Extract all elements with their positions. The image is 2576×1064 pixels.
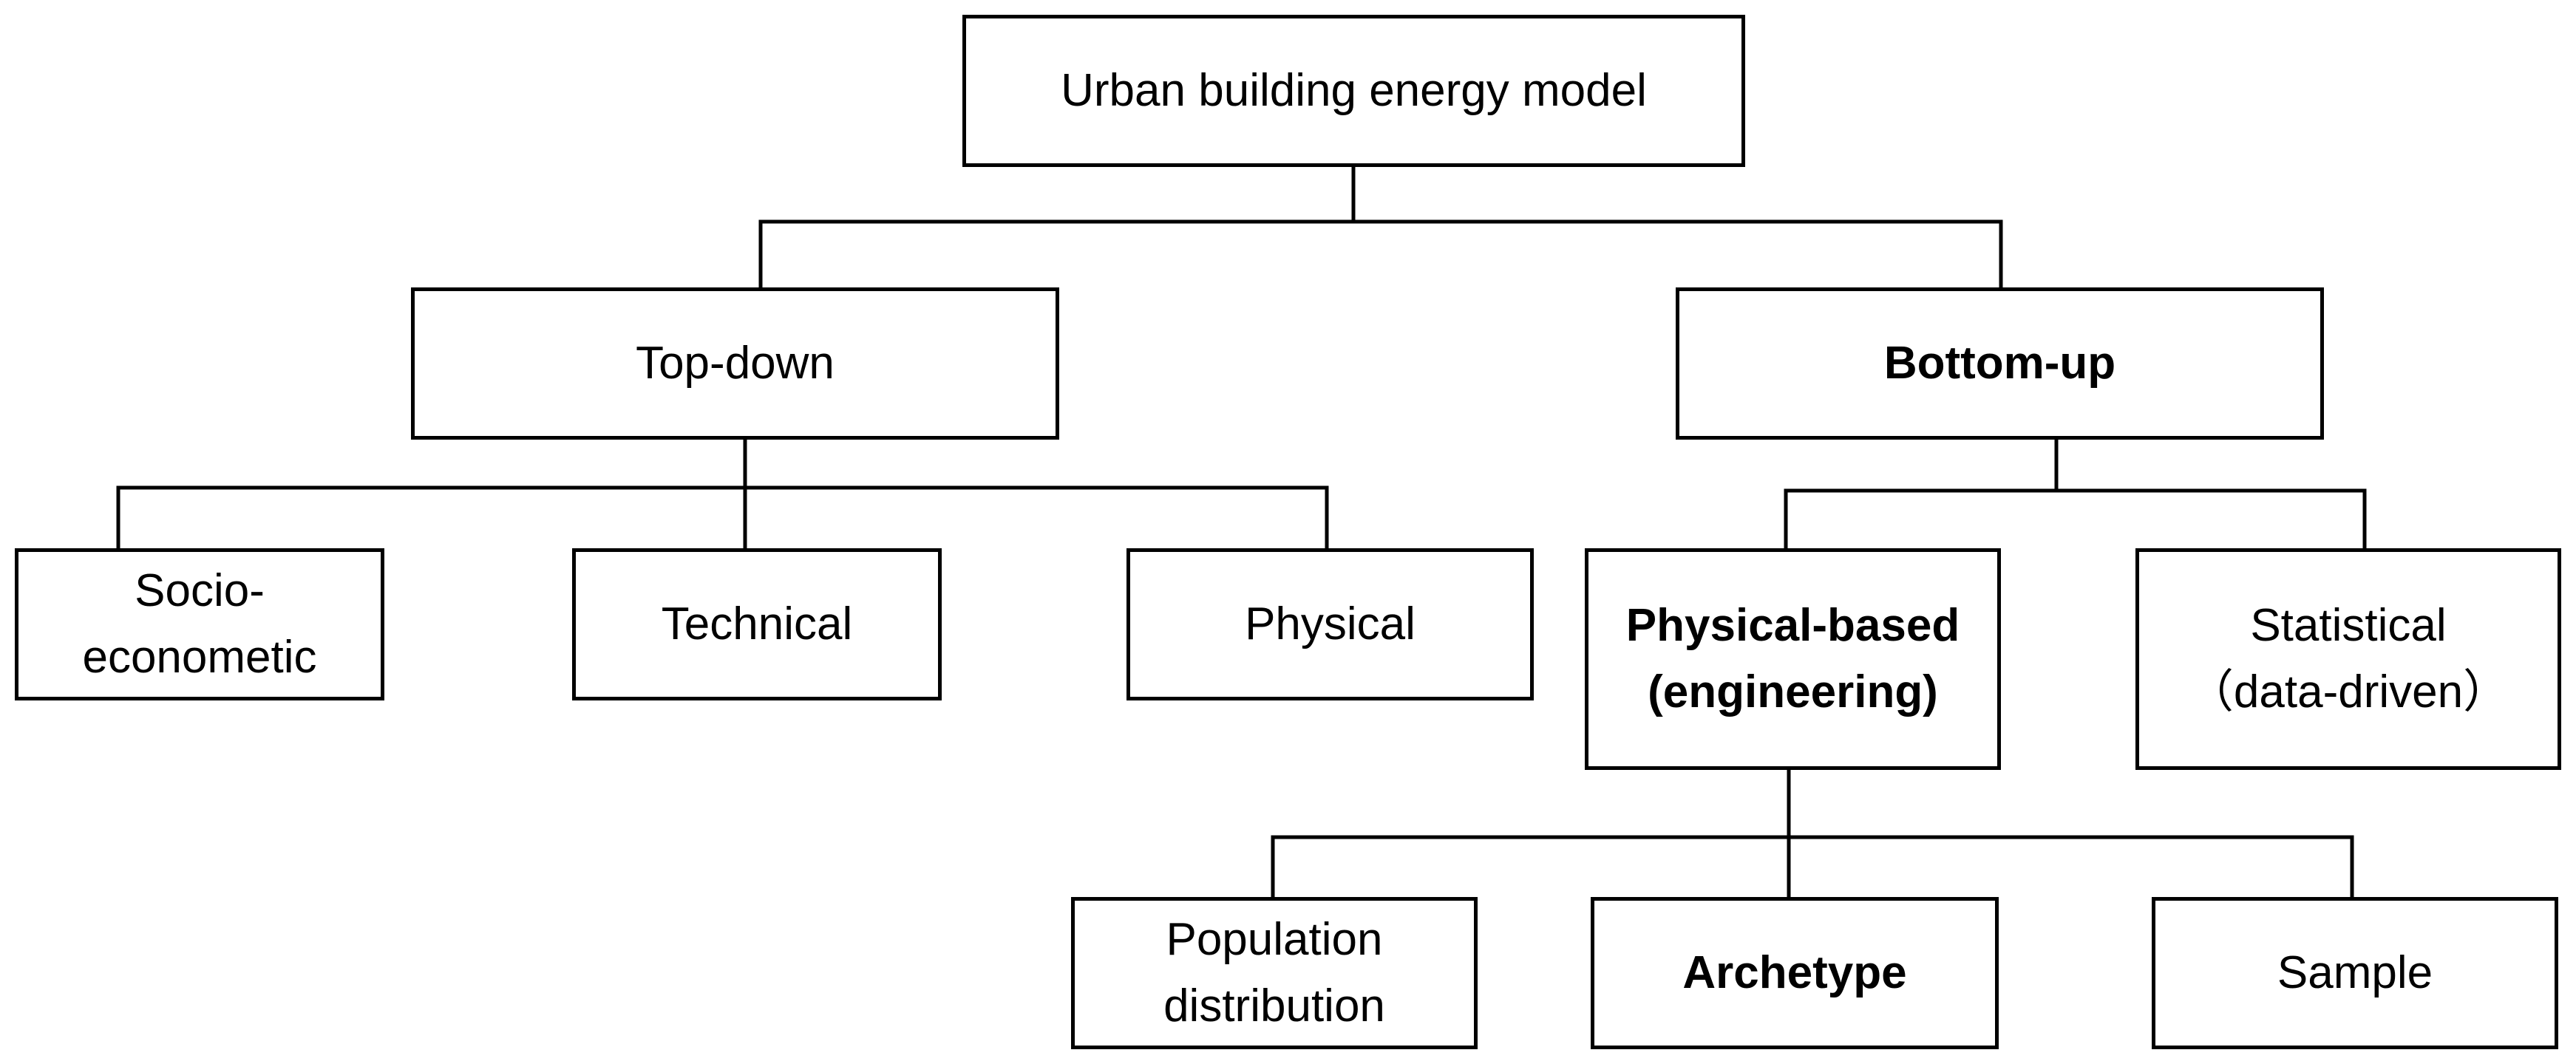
- sample-node-label: Sample: [2277, 947, 2433, 999]
- archetype-node-label: Archetype: [1682, 947, 1907, 999]
- physical-node-box: Physical: [1126, 548, 1534, 700]
- population-distribution-node-box: Population distribution: [1071, 897, 1478, 1049]
- top-down-node-label: Top-down: [636, 338, 835, 389]
- top-down-node-box: Top-down: [411, 287, 1059, 440]
- statistical-node-box: Statistical （data-driven）: [2135, 548, 2561, 770]
- sample-node-box: Sample: [2152, 897, 2558, 1049]
- socio-econometic-node-label: Socio- econometic: [82, 565, 317, 683]
- root-node-box: Urban building energy model: [962, 15, 1745, 167]
- bottom-up-node-box: Bottom-up: [1676, 287, 2324, 440]
- socio-econometic-node-box: Socio- econometic: [15, 548, 384, 700]
- root-node-label: Urban building energy model: [1061, 65, 1647, 117]
- physical-node-label: Physical: [1245, 598, 1416, 650]
- technical-node-label: Technical: [661, 598, 853, 650]
- physical-based-node-box: Physical-based (engineering): [1585, 548, 2001, 770]
- population-distribution-node-label: Population distribution: [1163, 914, 1385, 1031]
- statistical-node-label: Statistical （data-driven）: [2187, 600, 2509, 717]
- physical-based-node-label: Physical-based (engineering): [1625, 600, 1960, 717]
- bottom-up-node-label: Bottom-up: [1883, 338, 2116, 389]
- archetype-node-box: Archetype: [1591, 897, 1999, 1049]
- technical-node-box: Technical: [572, 548, 942, 700]
